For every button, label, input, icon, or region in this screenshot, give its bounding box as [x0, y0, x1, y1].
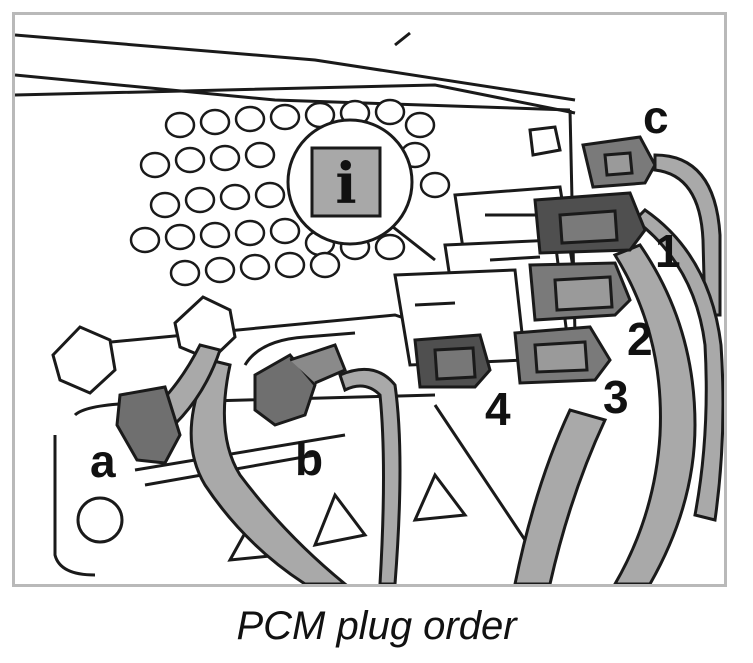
plug-4 — [413, 333, 492, 389]
info-icon: i — [335, 151, 356, 217]
callout-a: a — [90, 435, 116, 487]
plug-3 — [513, 325, 612, 385]
illustration-frame: i — [12, 12, 727, 587]
callout-4: 4 — [485, 383, 511, 435]
plug-b — [253, 343, 347, 427]
callout-b: b — [295, 433, 323, 485]
callout-1: 1 — [655, 225, 681, 277]
info-magnifier: i — [286, 118, 436, 262]
pcm-illustration: i — [15, 31, 724, 584]
callout-c: c — [643, 91, 669, 143]
sockets — [51, 125, 562, 395]
figure-caption: PCM plug order — [236, 604, 517, 648]
plug-2 — [528, 261, 632, 322]
plug-c — [581, 135, 657, 189]
callout-3: 3 — [603, 371, 629, 423]
plug-a — [115, 385, 182, 465]
callout-2: 2 — [627, 313, 653, 365]
plug-1 — [533, 191, 647, 255]
